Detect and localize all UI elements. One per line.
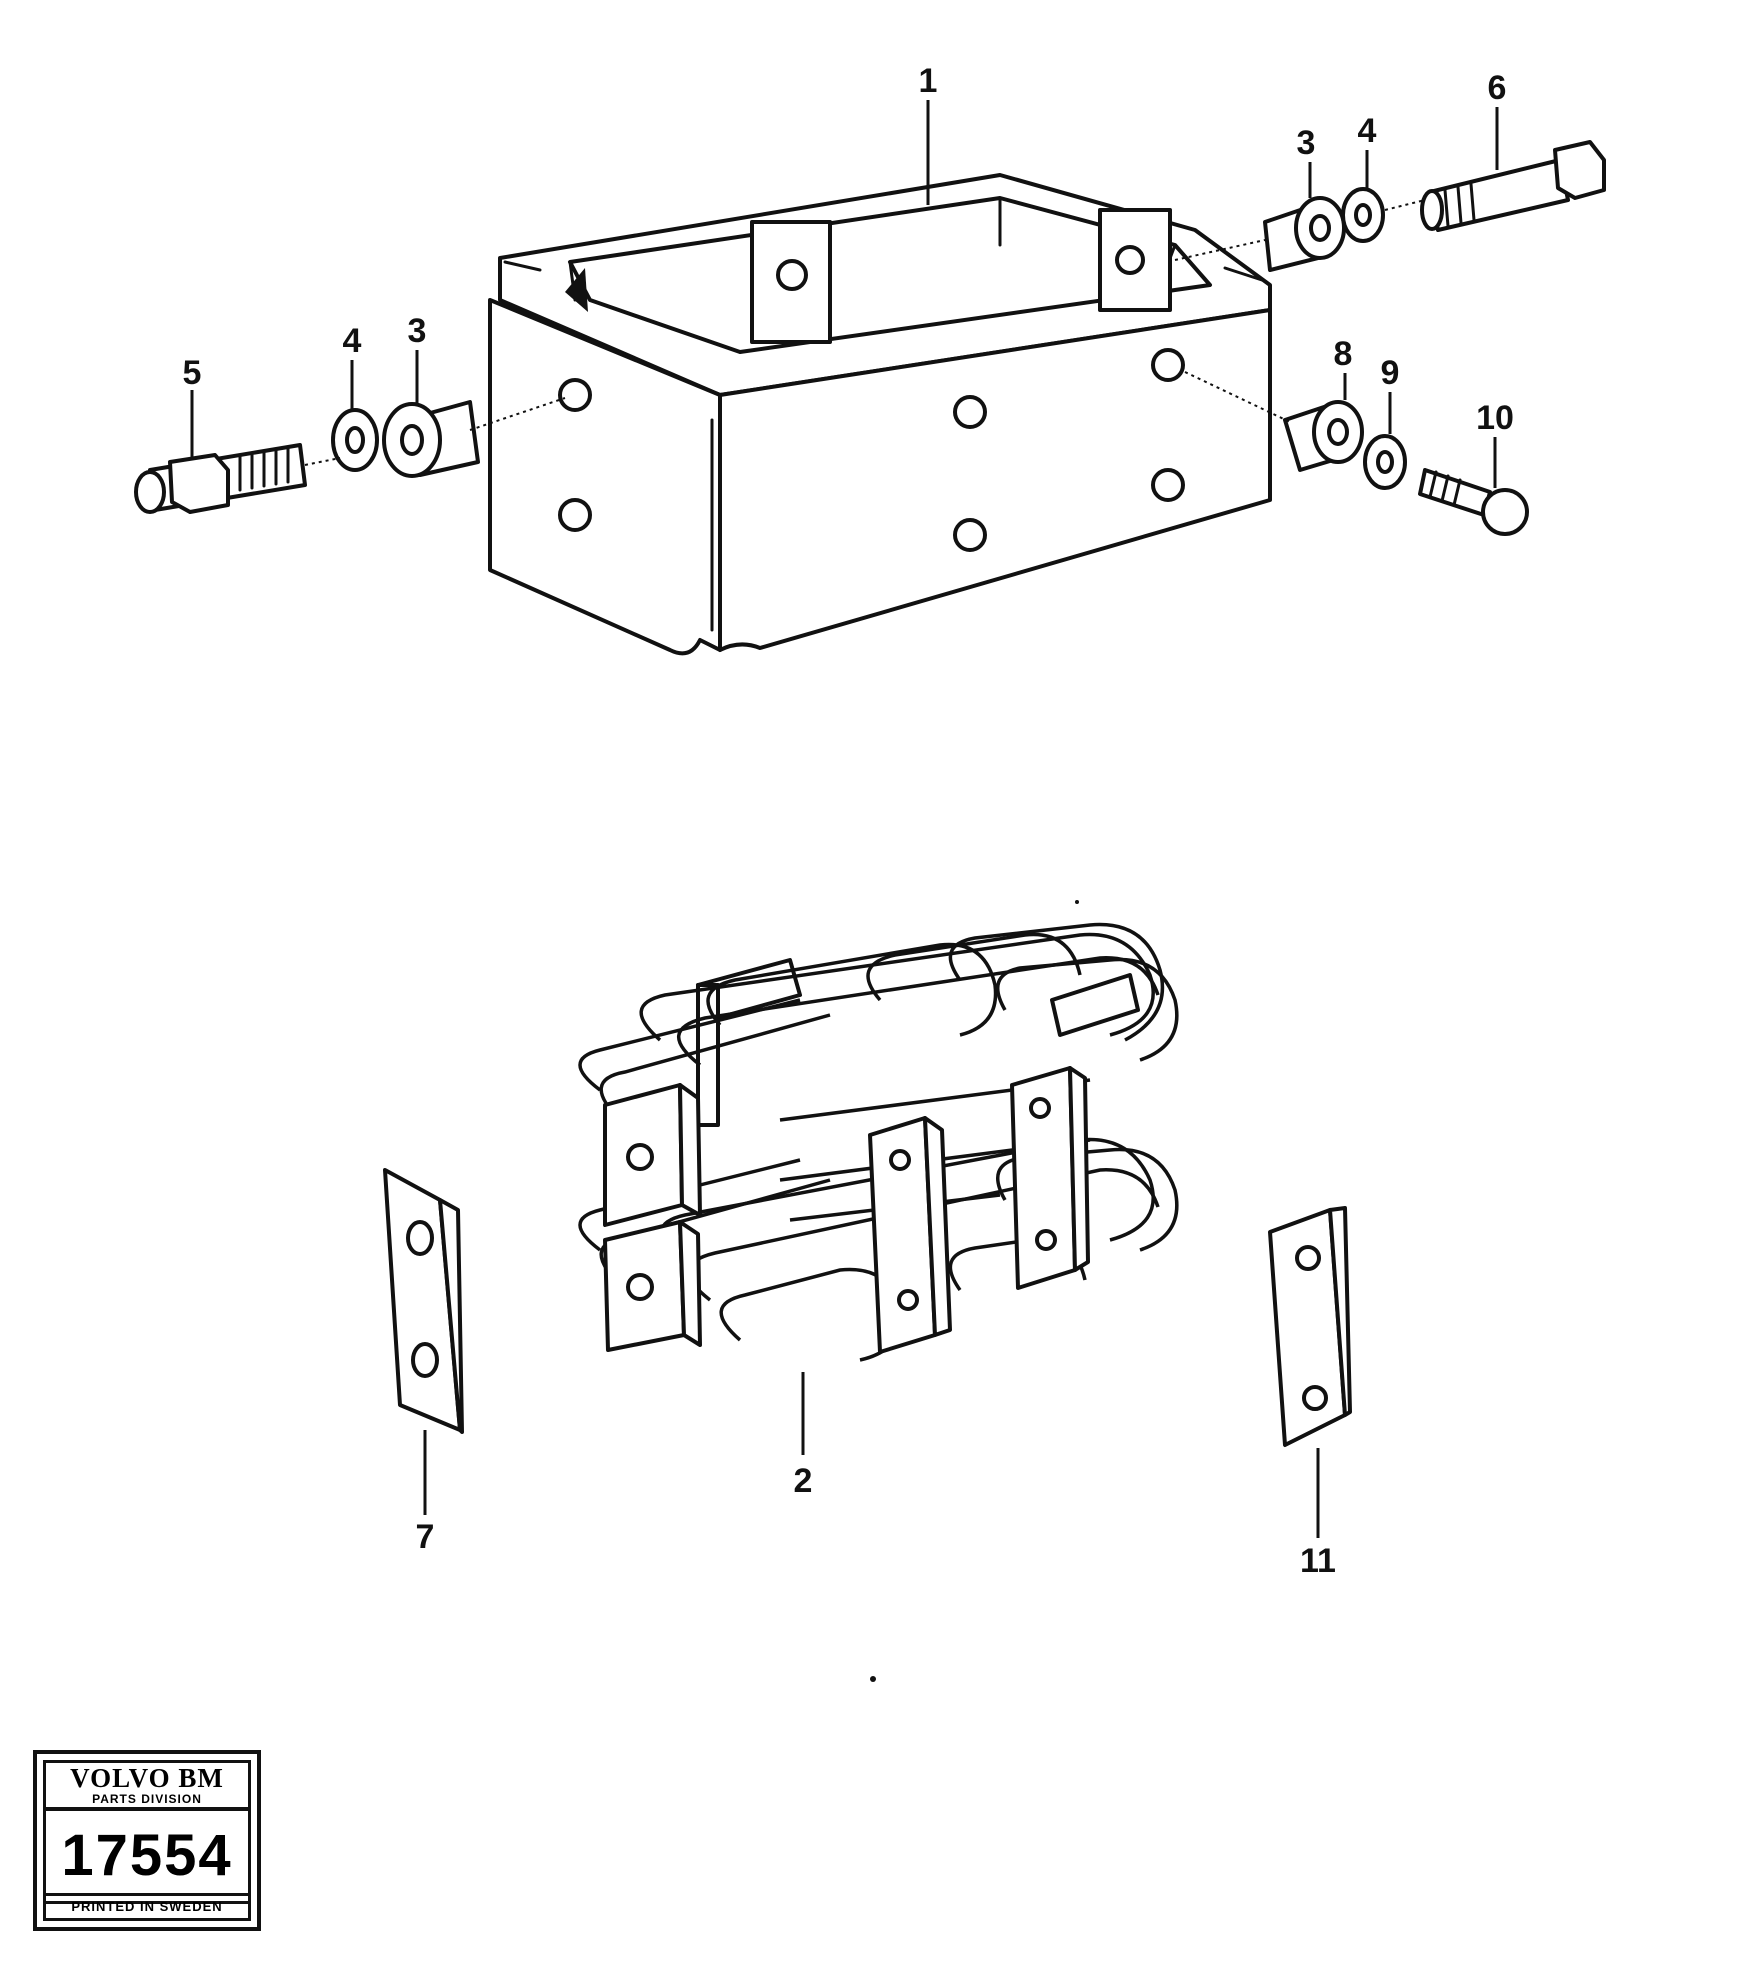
scan-speck <box>1075 900 1079 904</box>
callout-10: 10 <box>1476 399 1514 437</box>
callout-9: 9 <box>1381 354 1400 392</box>
stamp-brand-name: VOLVO BM <box>70 1763 224 1793</box>
scan-speck <box>870 1676 876 1682</box>
washer-part-4-left <box>331 408 379 472</box>
bolt-part-5 <box>134 443 307 514</box>
callout-6: 6 <box>1488 69 1507 107</box>
axis-line-right-top <box>1384 199 1426 211</box>
axis-line-right-bottom <box>1184 371 1291 423</box>
stamp-drawing-number: 17554 <box>43 1808 251 1904</box>
axis-line-left-2 <box>469 397 566 431</box>
parts-division-stamp: VOLVO BM PARTS DIVISION 17554 PRINTED IN… <box>33 1750 261 1931</box>
housing-part-1 <box>488 173 1272 656</box>
plate-part-11 <box>1268 1206 1352 1447</box>
washer-part-9 <box>1363 434 1407 490</box>
axis-line-right-top-2 <box>1174 239 1266 261</box>
leader-lines <box>190 100 1499 1538</box>
stamp-footer: PRINTED IN SWEDEN <box>43 1893 251 1921</box>
bushing-part-3-right <box>1263 196 1346 272</box>
callout-7: 7 <box>416 1518 435 1556</box>
bushing-part-3-left <box>382 400 480 478</box>
plate-part-7 <box>383 1168 464 1434</box>
cooler-core-part-2 <box>578 922 1179 1362</box>
washer-part-4-right <box>1341 187 1385 243</box>
stamp-division: PARTS DIVISION <box>92 1792 202 1806</box>
screw-part-10 <box>1418 468 1529 536</box>
callout-1: 1 <box>919 62 938 100</box>
callout-11: 11 <box>1300 1542 1336 1580</box>
callout-8: 8 <box>1334 335 1353 373</box>
callout-2: 2 <box>794 1462 813 1500</box>
callout-3-right: 3 <box>1297 124 1316 162</box>
callout-4-right: 4 <box>1358 112 1377 150</box>
bushing-part-8 <box>1283 400 1364 472</box>
callout-5: 5 <box>183 354 202 392</box>
bolt-part-6 <box>1420 140 1606 232</box>
stamp-brand-box: VOLVO BM PARTS DIVISION <box>43 1760 251 1810</box>
callout-4-left: 4 <box>343 322 362 360</box>
callout-3-left: 3 <box>408 312 427 350</box>
axis-line-left <box>304 457 341 466</box>
